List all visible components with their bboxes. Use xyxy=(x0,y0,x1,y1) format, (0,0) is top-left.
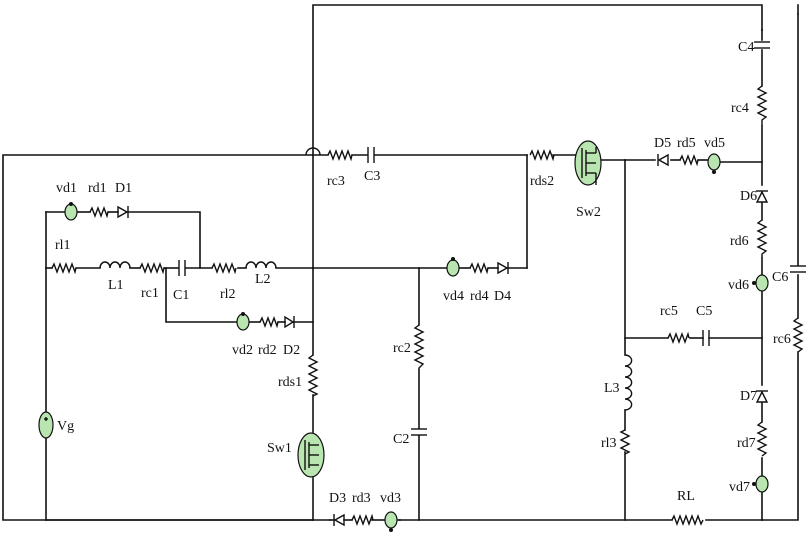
vd1-voltage-source-icon xyxy=(64,202,78,221)
rl3-resistor-icon xyxy=(619,429,631,455)
rl-load-resistor-icon xyxy=(671,514,704,526)
sw2-mosfet-switch-icon xyxy=(574,140,602,186)
label-rd3: rd3 xyxy=(352,491,371,506)
c6-capacitor-icon xyxy=(790,265,806,273)
rc6-resistor-icon xyxy=(792,317,804,353)
label-rd1: rd1 xyxy=(88,181,107,196)
label-vd5: vd5 xyxy=(704,136,725,151)
vg-voltage-source xyxy=(38,411,54,439)
label-d1: D1 xyxy=(115,181,132,196)
label-sw2: Sw2 xyxy=(576,205,601,220)
label-c4: C4 xyxy=(738,40,754,55)
label-vd4: vd4 xyxy=(443,289,464,304)
label-rl: RL xyxy=(677,489,695,504)
label-rl3: rl3 xyxy=(601,436,617,451)
label-rd2: rd2 xyxy=(258,343,277,358)
label-d7: D7 xyxy=(740,389,757,404)
l2-inductor-icon xyxy=(245,261,277,269)
c2-capacitor-icon xyxy=(411,428,427,436)
vd7-voltage-source-icon xyxy=(752,475,769,493)
rl2-resistor-icon xyxy=(211,262,237,275)
label-rc3: rc3 xyxy=(327,174,345,189)
label-vg: Vg xyxy=(57,419,74,434)
vd2-voltage-source-icon xyxy=(236,312,250,331)
label-c2: C2 xyxy=(393,432,409,447)
d7-diode-icon xyxy=(755,390,769,403)
d5-diode-icon xyxy=(657,153,669,167)
c3-capacitor-icon xyxy=(367,147,375,163)
label-rc5: rc5 xyxy=(660,304,678,319)
label-vd6: vd6 xyxy=(728,278,749,293)
c4-capacitor-icon xyxy=(754,41,770,49)
wires xyxy=(2,4,799,521)
label-d3: D3 xyxy=(329,491,346,506)
c5-capacitor-icon xyxy=(702,330,710,346)
rd1-resistor-icon xyxy=(89,206,109,219)
d2-diode-icon xyxy=(284,315,295,329)
label-rc2: rc2 xyxy=(393,341,411,356)
l1-inductor-icon xyxy=(99,261,131,269)
label-c5: C5 xyxy=(696,304,712,319)
c1-capacitor-icon xyxy=(178,260,186,276)
rd5-resistor-icon xyxy=(679,154,699,167)
label-rl2: rl2 xyxy=(220,287,236,302)
label-l1: L1 xyxy=(108,278,124,293)
wire-crossing-icon xyxy=(305,147,321,156)
d3-diode-icon xyxy=(333,513,345,527)
label-rd6: rd6 xyxy=(730,234,749,249)
label-sw1: Sw1 xyxy=(267,441,292,456)
label-c1: C1 xyxy=(173,288,189,303)
label-rd4: rd4 xyxy=(470,289,489,304)
rc1-resistor-icon xyxy=(139,262,165,275)
label-c3: C3 xyxy=(364,169,380,184)
label-d4: D4 xyxy=(494,289,511,304)
rl1-resistor-icon xyxy=(51,262,77,275)
label-rds2: rds2 xyxy=(530,174,554,189)
label-d2: D2 xyxy=(283,343,300,358)
component-labels: vd1 rd1 D1 rl1 L1 rc1 C1 rl2 L2 vd2 rd2 … xyxy=(55,40,791,506)
label-rds1: rds1 xyxy=(278,375,302,390)
label-rc1: rc1 xyxy=(141,286,159,301)
rd6-resistor-icon xyxy=(756,219,768,258)
rc5-resistor-icon xyxy=(667,331,690,344)
label-rd7: rd7 xyxy=(737,436,756,451)
vd5-voltage-source-icon xyxy=(707,153,721,174)
l3-inductor-icon xyxy=(624,354,633,411)
label-d5: D5 xyxy=(654,136,671,151)
label-rc6: rc6 xyxy=(773,332,791,347)
vd3-voltage-source-icon xyxy=(384,511,398,532)
rc2-resistor-icon xyxy=(413,324,425,370)
label-vd3: vd3 xyxy=(380,491,401,506)
label-vd2: vd2 xyxy=(232,343,253,358)
d1-diode-icon xyxy=(117,205,129,219)
label-rd5: rd5 xyxy=(677,136,696,151)
vd6-voltage-source-icon xyxy=(752,274,769,292)
d6-diode-icon xyxy=(755,190,769,203)
rd2-resistor-icon xyxy=(259,316,279,329)
rc3-resistor-icon xyxy=(327,149,353,162)
rds1-resistor-icon xyxy=(307,354,319,397)
label-l3: L3 xyxy=(604,381,620,396)
rc4-resistor-icon xyxy=(756,85,768,126)
label-rl1: rl1 xyxy=(55,238,71,253)
label-vd7: vd7 xyxy=(729,480,750,495)
sw1-mosfet-switch-icon xyxy=(297,432,325,478)
label-rc4: rc4 xyxy=(731,101,749,116)
rd7-resistor-icon xyxy=(756,421,768,457)
rds2-resistor-icon xyxy=(529,149,555,162)
rd4-resistor-icon xyxy=(469,262,489,275)
label-c6: C6 xyxy=(772,270,788,285)
vd4-voltage-source-icon xyxy=(446,257,460,277)
label-vd1: vd1 xyxy=(56,181,77,196)
label-d6: D6 xyxy=(740,189,757,204)
label-l2: L2 xyxy=(255,272,271,287)
rd3-resistor-icon xyxy=(351,513,374,526)
d4-diode-icon xyxy=(497,261,509,275)
